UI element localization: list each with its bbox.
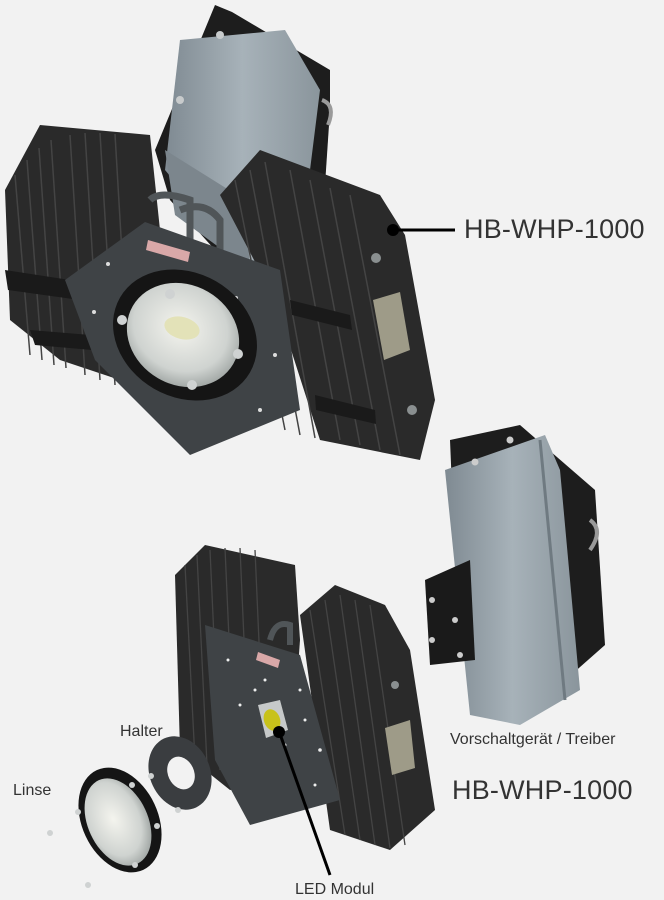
top-heat-pipes <box>147 191 224 250</box>
lens-label: Linse <box>13 782 52 799</box>
bottom-model-label: HB-WHP-1000 <box>452 775 633 805</box>
led-chip <box>263 709 281 731</box>
driver-unit <box>425 425 605 725</box>
top-mounting-plate <box>65 222 300 455</box>
lens-assembly <box>47 767 162 888</box>
led-module-label: LED Modul <box>295 881 375 898</box>
led-module-leader <box>273 726 332 876</box>
holder-label: Halter <box>120 723 163 740</box>
lower-fixture <box>175 545 435 850</box>
screw <box>47 830 53 836</box>
top-fixture <box>5 5 435 460</box>
holder-ring <box>148 736 212 813</box>
screw <box>85 882 91 888</box>
top-model-leader <box>387 224 455 236</box>
driver-label: Vorschaltgerät / Treiber <box>450 731 616 748</box>
top-model-label: HB-WHP-1000 <box>464 214 645 244</box>
